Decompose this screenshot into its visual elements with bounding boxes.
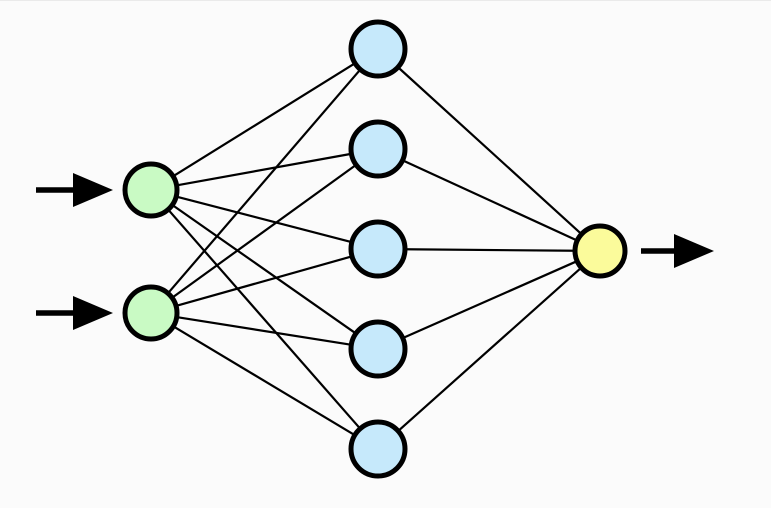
node-circle-h1[interactable] [348,19,408,79]
edge-group [166,61,583,437]
input-arrow-top-head-icon [73,173,113,207]
node-h3[interactable] [348,219,408,279]
node-h1[interactable] [348,19,408,79]
edge-i1-h5 [166,208,362,431]
node-circle-o1[interactable] [572,223,628,279]
node-h2[interactable] [348,119,408,179]
edge-h1-o1 [396,65,583,236]
edge-h4-o1 [401,259,579,340]
node-circle-h2[interactable] [348,119,408,179]
edge-i2-h3 [174,255,354,308]
edge-i2-h1 [166,67,362,295]
input-arrow-bottom-head-icon [73,296,113,330]
input-arrow-top [36,173,113,207]
node-circle-i1[interactable] [122,161,180,219]
edge-i1-h1 [171,61,357,178]
node-circle-h5[interactable] [348,419,408,479]
edge-i1-h3 [174,195,354,244]
node-circle-h3[interactable] [348,219,408,279]
node-o1[interactable] [572,223,628,279]
edge-h5-o1 [396,266,583,433]
edge-h2-o1 [401,158,579,242]
edge-h3-o1 [403,248,577,252]
node-i1[interactable] [122,161,180,219]
edge-i2-h5 [171,324,357,437]
node-circle-h4[interactable] [348,319,408,379]
node-h4[interactable] [348,319,408,379]
node-circle-i2[interactable] [122,284,180,342]
edge-i2-h2 [170,163,358,300]
node-h5[interactable] [348,419,408,479]
input-arrow-bottom [36,296,113,330]
node-i2[interactable] [122,284,180,342]
node-group [122,19,628,479]
edge-i1-h2 [175,152,353,187]
edge-i2-h4 [175,315,353,347]
arrow-group [36,173,714,330]
output-arrow [641,234,714,268]
output-arrow-head-icon [674,234,714,268]
edge-i1-h4 [170,203,358,335]
